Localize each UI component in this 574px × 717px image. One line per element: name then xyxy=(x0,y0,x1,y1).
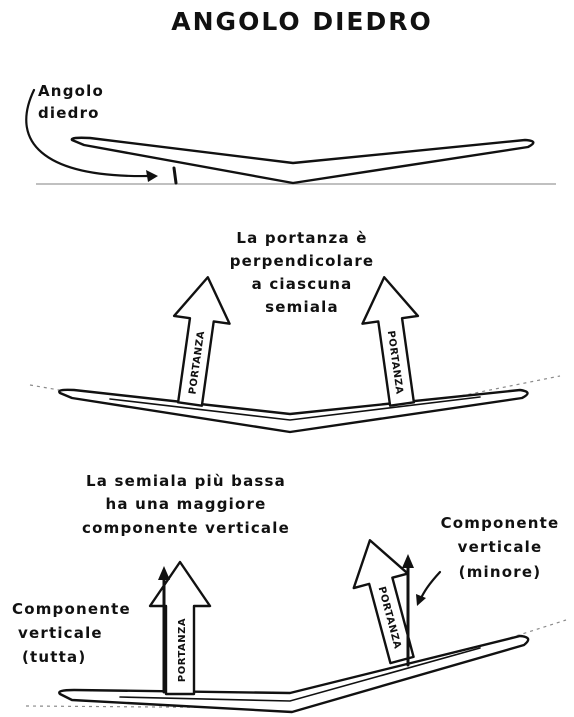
component-caption-line1: La semiala più bassa xyxy=(86,472,286,490)
smaller-component-pointer-head xyxy=(416,594,426,606)
component-caption-line3: componente verticale xyxy=(82,519,290,537)
section-vertical-component: PORTANZA PORTANZA La semiala più bassa h… xyxy=(12,472,567,714)
smaller-component-label-line1: Componente xyxy=(441,514,560,532)
smaller-component-label-line3: (minore) xyxy=(459,563,542,581)
dihedral-label-line2: diedro xyxy=(38,104,100,122)
lift-caption-line4: semiala xyxy=(265,298,339,316)
pointer-arrow-head xyxy=(146,170,158,182)
lift-caption-line3: a ciascuna xyxy=(252,275,353,293)
smaller-component-label-line2: verticale xyxy=(458,538,543,556)
lift-arrow-higher-halfwing: PORTANZA xyxy=(352,539,415,665)
smaller-component-pointer xyxy=(418,570,442,602)
full-component-label-line3: (tutta) xyxy=(22,648,86,666)
lift-arrow-left: PORTANZA xyxy=(172,276,231,407)
full-component-label-line1: Componente xyxy=(12,600,131,618)
full-component-label-line2: verticale xyxy=(18,624,103,642)
lift-caption-line1: La portanza è xyxy=(236,229,367,247)
wing-centerline-3 xyxy=(119,647,481,702)
wing-centerline-2 xyxy=(109,396,481,421)
component-caption-line2: ha una maggiore xyxy=(106,495,267,513)
lift-caption-line2: perpendicolare xyxy=(230,252,375,270)
lift-arrow-lower-halfwing: PORTANZA xyxy=(148,560,212,696)
pointer-arrow-curve xyxy=(25,88,152,178)
vertical-component-full-head xyxy=(158,566,170,580)
section-lift-perpendicular: PORTANZA PORTANZA La portanza è perpendi… xyxy=(29,229,561,434)
lift-arrow-higher-shape xyxy=(352,539,415,665)
wing-front-view-2 xyxy=(58,388,529,434)
level-halfwing-axis xyxy=(25,705,291,709)
vertical-component-smaller-head xyxy=(402,554,414,568)
lift-arrow-right: PORTANZA xyxy=(361,276,420,407)
section-dihedral-angle: Angolo diedro xyxy=(25,82,556,185)
diagram-title: ANGOLO DIEDRO xyxy=(171,7,432,36)
angle-marker xyxy=(172,166,178,185)
lift-arrow-lower-label: PORTANZA xyxy=(177,618,188,682)
dihedral-label-line1: Angolo xyxy=(38,82,104,100)
lift-arrow-left-shape xyxy=(172,276,231,407)
lift-arrow-right-shape xyxy=(361,276,420,407)
wing-front-view-1 xyxy=(70,136,535,185)
